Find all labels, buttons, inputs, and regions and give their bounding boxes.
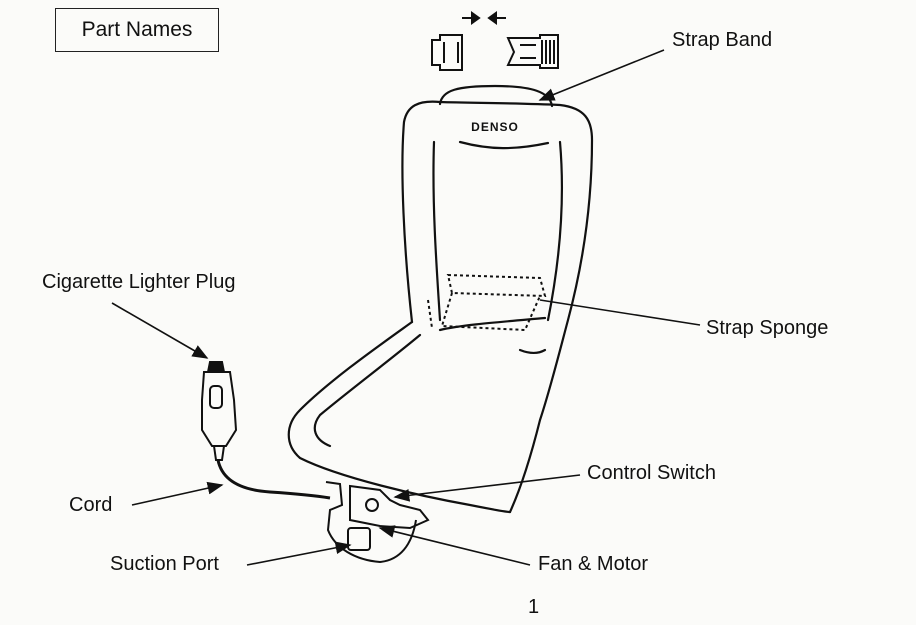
label-strap-sponge: Strap Sponge <box>706 317 829 339</box>
cord-line <box>216 459 331 500</box>
cigarette-lighter-plug-icon <box>201 361 238 461</box>
brand-logo: DENSO <box>471 120 519 134</box>
page-title: Part Names <box>55 8 219 52</box>
label-cord: Cord <box>69 494 113 516</box>
buckle-icon <box>431 11 559 71</box>
seat-outline <box>287 84 594 514</box>
fan-motor-housing <box>325 481 430 564</box>
label-cigarette-lighter-plug: Cigarette Lighter Plug <box>42 271 236 293</box>
label-suction-port: Suction Port <box>110 553 219 575</box>
label-fan-motor: Fan & Motor <box>538 553 649 575</box>
leader-lines <box>111 49 701 566</box>
strap-sponge-outline <box>427 273 547 332</box>
label-strap-band: Strap Band <box>672 29 773 51</box>
label-control-switch: Control Switch <box>587 462 716 484</box>
page-number: 1 <box>528 596 540 618</box>
